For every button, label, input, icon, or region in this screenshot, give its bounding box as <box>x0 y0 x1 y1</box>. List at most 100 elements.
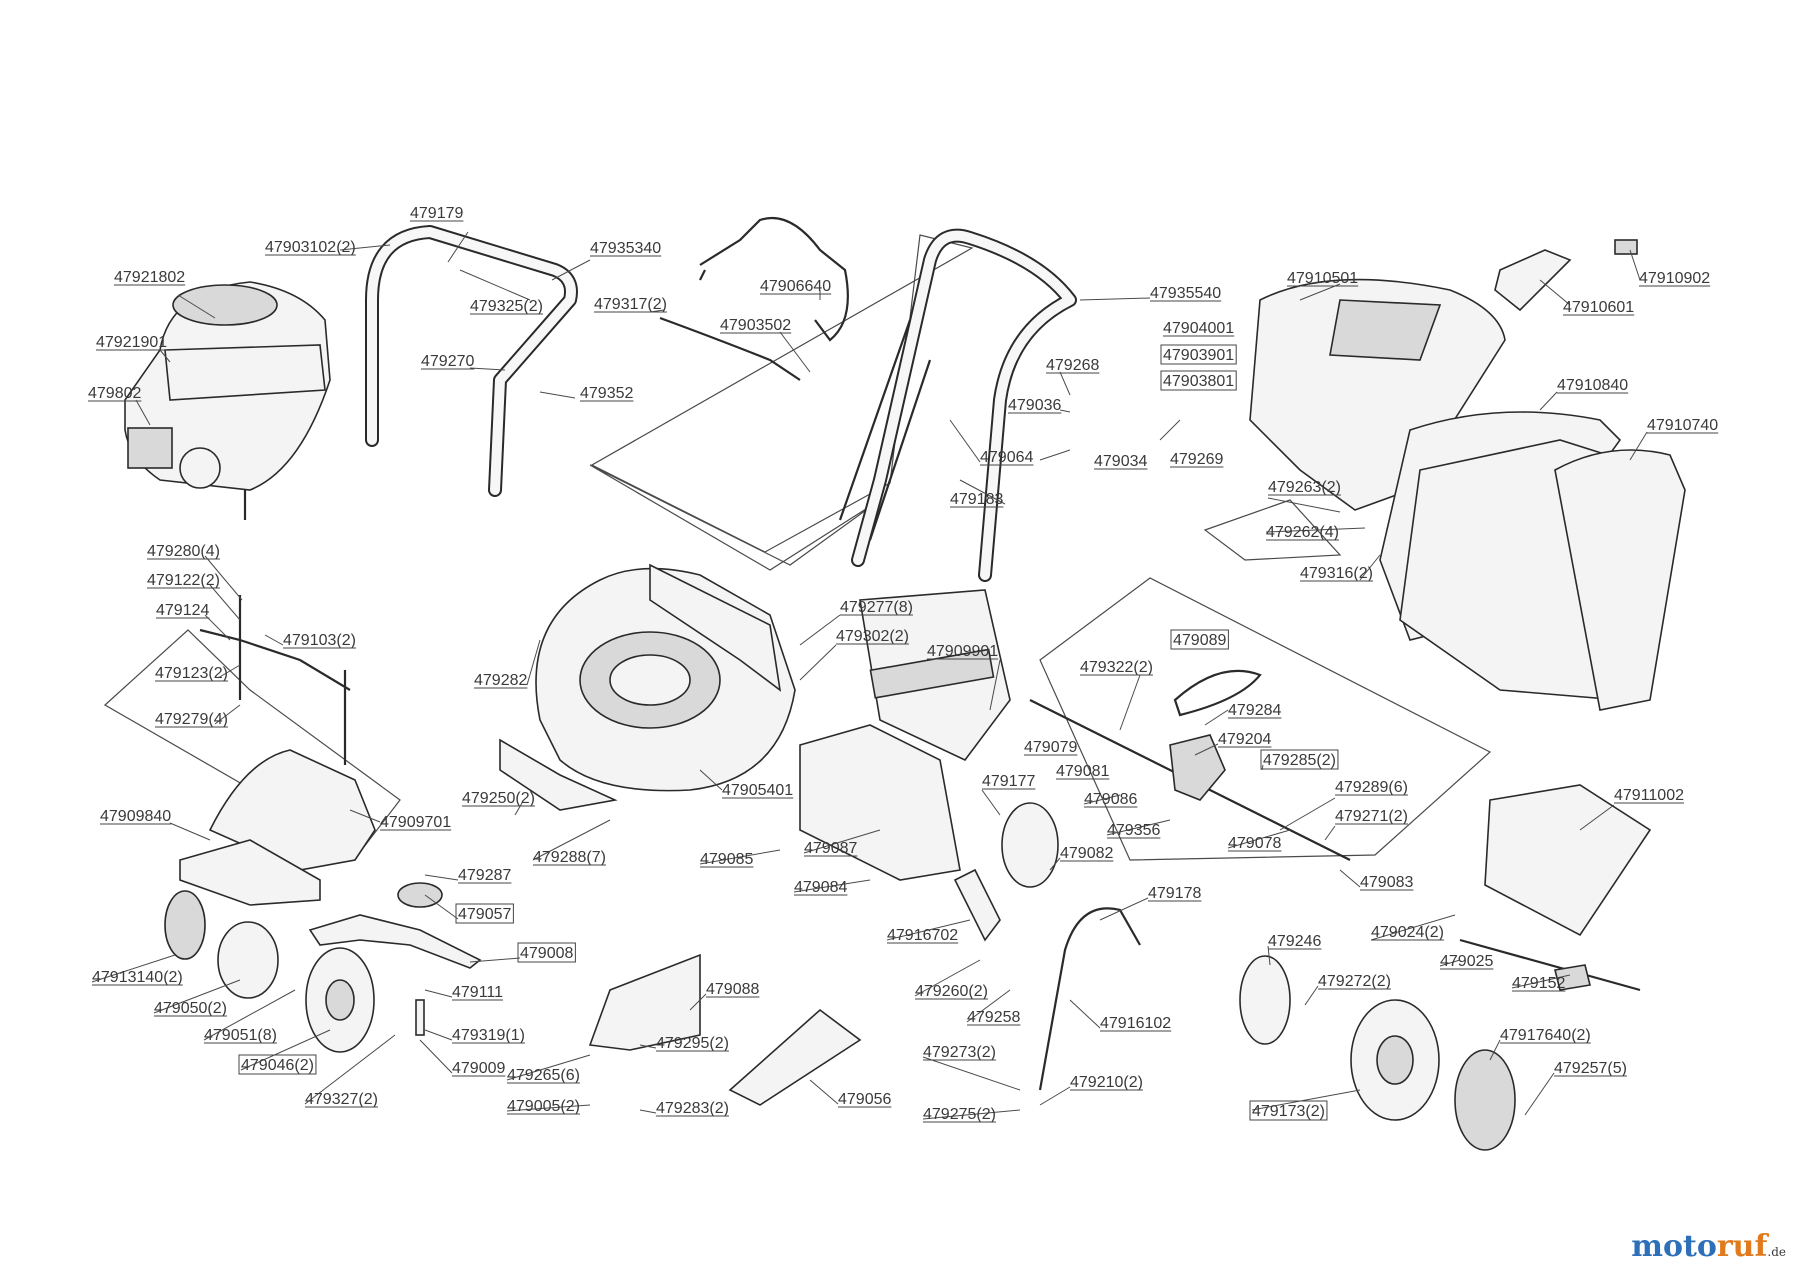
part-label: 47904001 <box>1163 320 1234 337</box>
part-label: 479084 <box>794 879 847 896</box>
part-label: 479270 <box>421 353 474 370</box>
chute-cover <box>869 648 995 699</box>
part-label: 479327(2) <box>305 1091 378 1108</box>
part-label: 479034 <box>1094 453 1147 470</box>
drive-belt <box>1173 669 1262 717</box>
blade-adapter <box>397 882 443 908</box>
label-box <box>238 1054 317 1075</box>
part-label: 479271(2) <box>1335 808 1408 825</box>
part-label: 479057 <box>458 906 511 923</box>
part-label: 47910840 <box>1557 377 1628 394</box>
bail-bar <box>699 216 849 342</box>
part-label: 479050(2) <box>154 1000 227 1017</box>
part-label: 479009 <box>452 1060 505 1077</box>
part-label: 479204 <box>1218 731 1271 748</box>
front-bumper <box>179 839 321 906</box>
part-label: 47905401 <box>722 782 793 799</box>
part-label: 479122(2) <box>147 572 220 589</box>
rear-axle-lever <box>1038 907 1141 1091</box>
part-label: 479280(4) <box>147 543 220 560</box>
part-label: 479103(2) <box>283 632 356 649</box>
part-label: 479269 <box>1170 451 1223 468</box>
part-label: 479025 <box>1440 953 1493 970</box>
lower-handle <box>365 225 578 497</box>
part-label: 479124 <box>156 602 209 619</box>
upper-handle <box>838 228 1077 582</box>
blade-bolt <box>415 999 425 1036</box>
part-label: 47909840 <box>100 808 171 825</box>
part-label: 479082 <box>1060 845 1113 862</box>
rear-right-wheel <box>1239 955 1516 1151</box>
part-label: 479275(2) <box>923 1106 996 1123</box>
logo-suffix: .de <box>1767 1245 1786 1259</box>
label-box <box>517 942 576 963</box>
frame-handle-group <box>589 464 881 571</box>
part-label: 479319(1) <box>452 1027 525 1044</box>
bag-flap <box>1494 249 1572 312</box>
part-label: 479277(8) <box>840 599 913 616</box>
part-label: 47911002 <box>1614 787 1684 804</box>
part-label: 479257(5) <box>1554 1060 1627 1077</box>
part-label: 479284 <box>1228 702 1281 719</box>
part-label: 479268 <box>1046 357 1099 374</box>
drive-gear-wheel <box>1001 802 1059 888</box>
part-label: 479179 <box>410 205 463 222</box>
logo-part-2: ruf <box>1716 1229 1768 1264</box>
part-label: 479083 <box>1360 874 1413 891</box>
part-label: 479288(7) <box>533 849 606 866</box>
logo-part-1: moto <box>1631 1229 1717 1264</box>
part-label: 47935540 <box>1150 285 1221 302</box>
part-label: 479325(2) <box>470 298 543 315</box>
part-label: 47916102 <box>1100 1015 1171 1032</box>
part-label: 479250(2) <box>462 790 535 807</box>
part-label: 479173(2) <box>1252 1103 1325 1120</box>
part-label: 479081 <box>1056 763 1109 780</box>
part-label: 479088 <box>706 981 759 998</box>
part-label: 479287 <box>458 867 511 884</box>
part-label: 47910902 <box>1639 270 1710 287</box>
motoruf-logo: motoruf.de <box>1631 1229 1786 1264</box>
part-label: 479316(2) <box>1300 565 1373 582</box>
part-label: 47910601 <box>1563 299 1634 316</box>
part-label: 479258 <box>967 1009 1020 1026</box>
part-label: 479046(2) <box>241 1057 314 1074</box>
part-label: 479802 <box>88 385 141 402</box>
part-label: 479285(2) <box>1263 752 1336 769</box>
part-label: 479079 <box>1024 739 1077 756</box>
part-label: 479111 <box>452 984 503 1001</box>
gearbox <box>1169 734 1226 801</box>
part-label: 47903801 <box>1163 373 1234 390</box>
rear-guard <box>1484 784 1652 937</box>
part-label: 479183 <box>950 491 1003 508</box>
part-label: 479056 <box>838 1091 891 1108</box>
part-label: 479005(2) <box>507 1098 580 1115</box>
part-label: 479085 <box>700 851 753 868</box>
part-label: 479051(8) <box>204 1027 277 1044</box>
part-label: 479036 <box>1008 397 1061 414</box>
label-box <box>1170 629 1229 650</box>
side-discharge-chute <box>588 953 701 1051</box>
rear-axle <box>1459 938 1641 992</box>
part-label: 47916702 <box>887 927 958 944</box>
label-box <box>1260 749 1339 770</box>
part-labels: 47917947903102(2)47935340479218024790664… <box>88 205 1718 1123</box>
label-box <box>1160 370 1237 391</box>
part-label: 479272(2) <box>1318 973 1391 990</box>
part-label: 47903102(2) <box>265 239 356 256</box>
part-label: 479210(2) <box>1070 1074 1143 1091</box>
part-label: 47913140(2) <box>92 969 183 986</box>
part-label: 479123(2) <box>155 665 228 682</box>
part-label: 47909701 <box>380 814 451 831</box>
mower-deck <box>499 563 796 811</box>
part-label: 479089 <box>1173 632 1226 649</box>
part-label: 47917640(2) <box>1500 1027 1591 1044</box>
part-label: 47903502 <box>720 317 791 334</box>
part-label: 479008 <box>520 945 573 962</box>
part-label: 479263(2) <box>1268 479 1341 496</box>
part-label: 47906640 <box>760 278 831 295</box>
part-label: 479295(2) <box>656 1035 729 1052</box>
part-label: 479273(2) <box>923 1044 996 1061</box>
part-label: 479152 <box>1512 975 1565 992</box>
part-label: 479177 <box>982 773 1035 790</box>
